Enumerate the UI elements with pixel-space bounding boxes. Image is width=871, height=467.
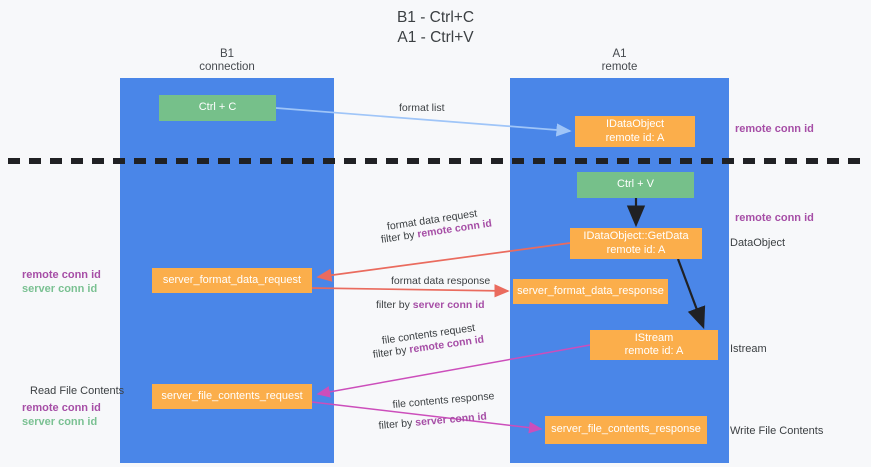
- node-idataobject-getdata[interactable]: IDataObject::GetData remote id: A: [570, 228, 702, 259]
- swimlane-b1-header: B1 connection: [120, 48, 334, 74]
- filter-prefix: filter by: [376, 299, 413, 311]
- edge-label-format-data-response: format data response: [391, 275, 491, 287]
- node-idataobject-line2: remote id: A: [605, 131, 665, 144]
- edge-label-file-contents-response-filter: filter by server conn id: [378, 410, 487, 433]
- edge-label-format-list: format list: [399, 102, 445, 114]
- node-server-file-contents-response[interactable]: server_file_contents_response: [545, 416, 707, 444]
- node-sfdres-label: server_format_data_response: [517, 284, 664, 297]
- annotation-server-conn-id: server conn id: [22, 283, 98, 295]
- annotation-left-conn-ids-bottom: remote conn id server conn id: [22, 401, 101, 429]
- annotation-dataobject: DataObject: [730, 237, 786, 249]
- node-idataobject-line1: IDataObject: [605, 118, 665, 130]
- node-sfcres-label: server_file_contents_response: [551, 423, 701, 436]
- swimlane-a1-header: A1 remote: [510, 48, 729, 74]
- annotation-server-conn-id: server conn id: [22, 416, 98, 428]
- annotation-remote-conn-id-top: remote conn id: [735, 123, 814, 135]
- filter-prefix: filter by: [378, 416, 416, 432]
- swimlane-a1-subtitle: remote: [601, 61, 638, 73]
- filter-key-server-conn-id: server conn id: [414, 410, 488, 429]
- swimlane-b1-title: B1: [219, 48, 235, 60]
- node-ctrl-v-label: Ctrl + V: [617, 178, 654, 191]
- swimlane-b1-subtitle: connection: [199, 61, 255, 73]
- swimlane-a1-title: A1: [612, 48, 627, 60]
- node-getdata-line2: remote id: A: [606, 243, 666, 256]
- node-sfcreq-label: server_file_contents_request: [161, 389, 303, 402]
- edge-label-file-contents-response: file contents response: [392, 390, 495, 411]
- annotation-remote-conn-id: remote conn id: [22, 402, 101, 414]
- node-server-format-data-request[interactable]: server_format_data_request: [152, 268, 312, 293]
- node-ctrl-c[interactable]: Ctrl + C: [159, 95, 276, 121]
- node-ctrl-v[interactable]: Ctrl + V: [577, 172, 694, 198]
- node-istream[interactable]: IStream remote id: A: [590, 330, 718, 360]
- annotation-istream: Istream: [730, 343, 767, 355]
- node-idataobject[interactable]: IDataObject remote id: A: [575, 116, 695, 147]
- annotation-left-conn-ids-top: remote conn id server conn id: [22, 268, 101, 296]
- annotation-write-file-contents: Write File Contents: [730, 425, 824, 437]
- edge-label-format-data-response-filter: filter by server conn id: [376, 298, 485, 312]
- node-getdata-line1: IDataObject::GetData: [583, 230, 689, 242]
- annotation-remote-conn-id-mid: remote conn id: [735, 212, 814, 224]
- filter-prefix: filter by: [372, 343, 411, 361]
- page-title: B1 - Ctrl+C A1 - Ctrl+V: [396, 9, 475, 46]
- annotation-read-file-contents: Read File Contents: [30, 385, 125, 397]
- node-sfdreq-label: server_format_data_request: [162, 273, 302, 286]
- filter-prefix: filter by: [380, 228, 419, 246]
- node-server-file-contents-request[interactable]: server_file_contents_request: [152, 384, 312, 409]
- node-istream-line2: remote id: A: [624, 345, 684, 357]
- node-istream-line1: IStream: [634, 331, 674, 344]
- filter-key-server-conn-id: server conn id: [412, 299, 485, 311]
- annotation-remote-conn-id: remote conn id: [22, 269, 101, 281]
- node-ctrl-c-label: Ctrl + C: [198, 101, 237, 114]
- node-server-format-data-response[interactable]: server_format_data_response: [513, 279, 668, 304]
